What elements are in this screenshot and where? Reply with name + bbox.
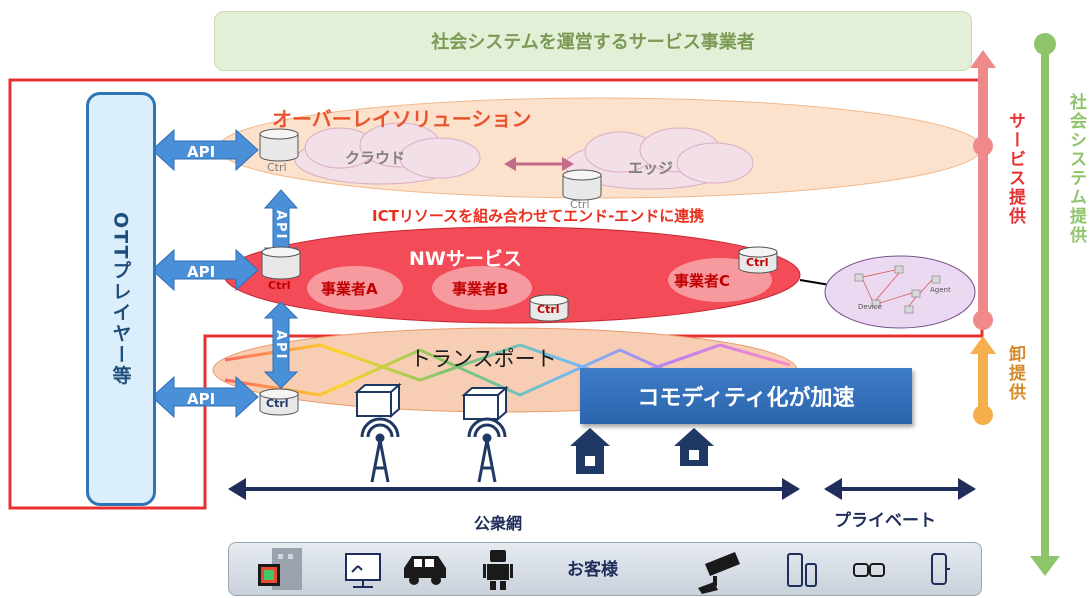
service-provision-arrow xyxy=(970,50,996,330)
antenna-icon xyxy=(467,417,507,483)
api-arrow-top xyxy=(151,128,259,172)
edge-cloud-shape xyxy=(564,127,754,190)
ict-caption: ICTリソースを組み合わせてエンド-エンドに連携 xyxy=(372,207,705,225)
device-link xyxy=(799,279,831,286)
api-arrow-mid xyxy=(151,248,259,292)
private-network-label: プライベート xyxy=(834,511,936,531)
social-provision-arrow xyxy=(1030,33,1060,576)
ctrl-label-op-b: Ctrl xyxy=(537,303,560,316)
cloud-label: クラウド xyxy=(345,149,406,167)
building-chip-icon xyxy=(258,548,302,590)
ctrl-cylinder-nw xyxy=(261,246,301,280)
op-b-blob xyxy=(432,266,532,310)
monitor-icon xyxy=(345,553,381,588)
api-label-vertical-lower: API xyxy=(273,330,288,361)
ott-player-label: OTTプレイヤー等 xyxy=(109,211,132,387)
ctrl-label-cloud: Ctrl xyxy=(267,161,287,174)
house-icon xyxy=(570,428,610,474)
phone-icon xyxy=(787,553,817,587)
public-network-label: 公衆網 xyxy=(474,514,523,533)
glasses-icon xyxy=(853,563,885,577)
customer-label: お客様 xyxy=(567,560,618,580)
watch-icon xyxy=(931,553,950,585)
car-icon xyxy=(404,556,446,585)
overlay-title: オーバーレイソリューション xyxy=(272,107,532,131)
commodity-banner: コモディティ化が加速 xyxy=(580,368,912,424)
top-banner: 社会システムを運営するサービス事業者 xyxy=(214,11,972,71)
wholesale-provision-label: 卸提供 xyxy=(1005,345,1025,402)
transport-title: トランスポート xyxy=(410,347,557,371)
ctrl-label-op-c: Ctrl xyxy=(746,256,769,269)
cloud-edge-arrow xyxy=(504,157,574,171)
ctrl-cylinder-cloud xyxy=(259,128,299,162)
operator-c-label: 事業者C xyxy=(674,272,731,290)
commodity-label: コモディティ化が加速 xyxy=(637,386,855,411)
ctrl-label-edge: Ctrl xyxy=(570,198,590,211)
ctrl-cylinder-op-c xyxy=(738,246,778,274)
api-arrow-bottom xyxy=(151,375,259,419)
operator-a-label: 事業者A xyxy=(321,280,378,298)
device-graph-edges xyxy=(862,269,933,307)
camera-icon xyxy=(698,552,740,594)
device-graph-nodes xyxy=(854,265,941,314)
public-network-arrow xyxy=(228,478,800,500)
service-provision-label: サービス提供 xyxy=(1005,112,1025,226)
customer-icons xyxy=(258,548,950,594)
private-network-arrow xyxy=(824,478,976,500)
robot-icon xyxy=(483,550,513,590)
api-vertical-arrow-lower xyxy=(263,301,299,389)
edge-label: エッジ xyxy=(628,159,674,177)
api-label-mid: API xyxy=(187,263,216,281)
top-banner-label: 社会システムを運営するサービス事業者 xyxy=(431,32,755,53)
ctrl-cylinder-edge xyxy=(562,169,602,201)
agent-node-label: Agent xyxy=(930,286,951,294)
api-label-vertical-upper: API xyxy=(273,210,288,241)
antenna-icon xyxy=(360,417,400,483)
server-cube-icon xyxy=(354,382,402,419)
ctrl-label-transport: Ctrl xyxy=(266,397,289,410)
ctrl-cylinder-transport xyxy=(259,388,299,416)
wholesale-provision-arrow xyxy=(970,336,996,425)
api-label-bottom: API xyxy=(187,390,216,408)
ctrl-label-nw: Ctrl xyxy=(268,279,291,292)
cloud-shape xyxy=(294,122,481,185)
device-node-label: Device xyxy=(858,303,882,311)
api-label-top: API xyxy=(187,143,216,161)
operator-b-label: 事業者B xyxy=(452,280,509,298)
ott-player-box: OTTプレイヤー等 xyxy=(86,92,156,506)
social-provision-label: 社会システム提供 xyxy=(1066,93,1086,245)
op-a-blob xyxy=(307,266,403,310)
house-icon xyxy=(674,428,714,466)
server-cube-icon xyxy=(461,385,509,422)
nw-service-title: NWサービス xyxy=(409,248,522,270)
ctrl-cylinder-op-b xyxy=(529,294,569,322)
